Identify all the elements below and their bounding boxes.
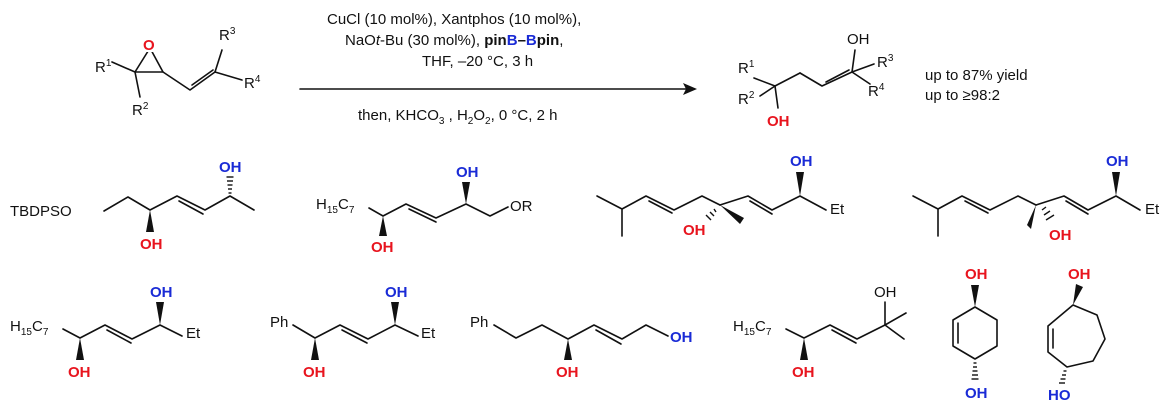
product-diol: R1 R2 OH OH R3 R4 [738,31,894,130]
example-3-oh-tertiary: OH [683,222,706,239]
example-6-phenyl-diol: Ph OH OH Et [270,284,436,381]
reaction-conditions: CuCl (10 mol%), Xantphos (10 mol%), NaOt… [299,11,697,127]
selectivity-text: up to ≥98:2 [925,87,1000,104]
example-8-oh-top: OH [874,284,897,301]
epoxide-oxygen: O [143,37,155,54]
example-5-oh-bottom: OH [68,364,91,381]
example-9-cyclohexene-diol: OH OH [952,266,998,402]
example-1-oh-bottom: OH [140,236,163,253]
example-4-et-label: Et [1145,201,1160,218]
example-7-phenethyl-diol: Ph OH OH [470,314,693,381]
r1-label: R1 [95,58,112,76]
example-9-oh-bottom: OH [965,385,988,402]
example-4-oh-top: OH [1106,153,1129,170]
example-10-cycloheptene-diol: OH HO [1047,266,1106,404]
example-3-et-label: Et [830,201,845,218]
example-2-heptyl-label: H15C7 [316,196,355,216]
r4-label: R4 [244,74,261,92]
product-r1-label: R1 [738,59,755,77]
example-5-heptyl-diol: H15C7 OH OH Et [10,284,201,381]
example-7-oh-primary: OH [670,329,693,346]
example-1-tbdpso-diol: TBDPSO OH OH [10,159,255,253]
example-5-et-label: Et [186,325,201,342]
example-7-oh-bottom: OH [556,364,579,381]
example-8-heptyl-label: H15C7 [733,318,772,338]
conditions-line-4: then, KHCO3 , H2O2, 0 °C, 2 h [358,107,557,127]
yield-text: up to 87% yield [925,67,1028,84]
conditions-line-3: THF, –20 °C, 3 h [422,53,533,70]
example-6-oh-bottom: OH [303,364,326,381]
example-10-oh-top: OH [1068,266,1091,283]
example-9-oh-top: OH [965,266,988,283]
example-6-et-label: Et [421,325,436,342]
reaction-arrow-head [683,83,697,95]
example-8-heptyl-tertiary-diol: H15C7 OH OH [733,284,907,381]
example-8-oh-bottom: OH [792,364,815,381]
example-5-oh-top: OH [150,284,173,301]
example-6-oh-top: OH [385,284,408,301]
example-2-or-label: OR [510,198,533,215]
r2-label: R2 [132,101,149,119]
example-4-geranyl-diol: OH OH Et [912,153,1160,244]
example-6-ph-label: Ph [270,314,288,331]
example-1-oh-top: OH [219,159,242,176]
product-oh-right: OH [847,31,870,48]
example-2-oh-top: OH [456,164,479,181]
product-r4-label: R4 [868,82,885,100]
example-7-ph-label: Ph [470,314,488,331]
conditions-line-1: CuCl (10 mol%), Xantphos (10 mol%), [327,11,581,28]
example-10-ho-bottom: HO [1048,387,1071,404]
example-3-geranyl-diol: OH OH Et [596,153,845,239]
product-r3-label: R3 [877,53,894,71]
conditions-line-2: NaOt-Bu (30 mol%), pinB–Bpin, [345,32,563,49]
example-4-oh-tertiary: OH [1049,227,1072,244]
tbdpso-label: TBDPSO [10,203,72,220]
r3-label: R3 [219,26,236,44]
example-5-heptyl-label: H15C7 [10,318,49,338]
product-r2-label: R2 [738,90,755,108]
product-oh-left: OH [767,113,790,130]
results-summary: up to 87% yield up to ≥98:2 [925,67,1028,104]
starting-vinyl-epoxide: O R1 R2 R3 R4 [95,26,261,119]
example-2-heptyl-diol: H15C7 OH OH OR [316,164,533,256]
example-2-oh-bottom: OH [371,239,394,256]
example-3-oh-top: OH [790,153,813,170]
